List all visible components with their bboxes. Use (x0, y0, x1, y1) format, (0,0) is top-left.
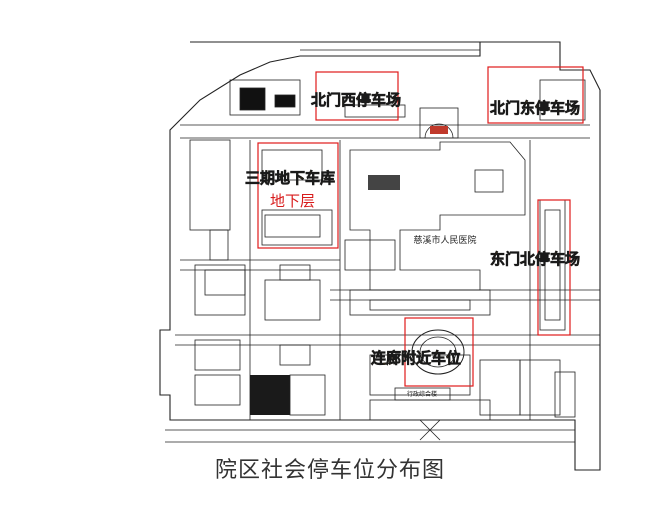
map-linework (159, 41, 601, 471)
admin-building-label: 行政综合楼 (407, 390, 437, 398)
zone-underground (257, 142, 339, 249)
label-north-west-parking: 北门西停车场 (311, 91, 401, 109)
parking-labels: 北门西停车场 北门东停车场 三期地下车库 东门北停车场 连廊附近车位 (245, 91, 581, 368)
zone-east-north (537, 199, 571, 336)
label-underground-garage: 三期地下车库 (245, 169, 335, 187)
zone-north-east (487, 66, 584, 124)
map-title: 院区社会停车位分布图 (214, 458, 445, 483)
zone-north-west (315, 71, 399, 121)
hospital-label: 慈溪市人民医院 (413, 234, 476, 246)
label-east-north-parking: 东门北停车场 (490, 250, 580, 268)
label-corridor-parking: 连廊附近车位 (371, 349, 461, 367)
parking-zones (257, 66, 584, 387)
label-north-east-parking: 北门东停车场 (490, 99, 580, 117)
underground-level-label: 地下层 (270, 192, 315, 210)
zone-corridor (404, 317, 474, 387)
